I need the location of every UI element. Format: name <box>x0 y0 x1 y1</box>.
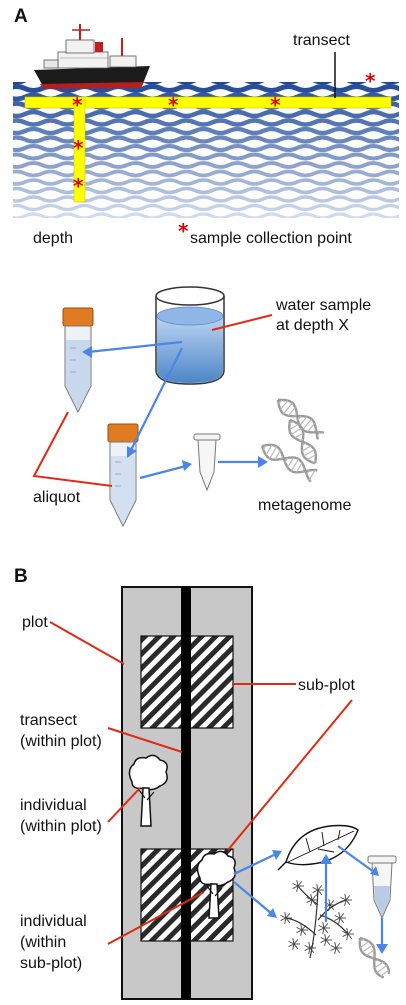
tree-icon <box>196 850 236 919</box>
metagenome-label: metagenome <box>258 497 351 514</box>
water-sample-label-line2: at depth X <box>276 317 349 334</box>
sample-point-marker: * <box>73 136 84 160</box>
ship-icon <box>34 24 150 89</box>
individual-subplot-label-line3: sub-plot) <box>20 955 82 972</box>
transect-horizontal <box>24 96 392 109</box>
water-sample-callout <box>211 314 273 331</box>
plot-label: plot <box>22 614 48 631</box>
aliquot-label: aliquot <box>33 489 81 506</box>
flow-arrows <box>233 845 388 954</box>
flow-arrows <box>82 340 268 480</box>
legend-text: sample collection point <box>190 230 352 247</box>
plant-specimen-icon <box>280 880 354 959</box>
microtube-icon <box>367 855 397 920</box>
falcon-tube-icon <box>62 307 94 414</box>
sample-markers: * * * * * * <box>72 69 376 198</box>
tree-icon <box>128 754 168 827</box>
aliquot-callout <box>32 411 113 487</box>
falcon-tube-icon <box>107 423 139 528</box>
callout-lines <box>49 621 353 945</box>
individual-plot-label-line2: (within plot) <box>20 818 102 835</box>
sample-point-marker: * <box>72 93 83 117</box>
beaker-icon <box>155 286 225 385</box>
individual-subplot-label-line2: (within <box>20 934 66 951</box>
subplot-label: sub-plot <box>298 677 355 694</box>
water-sample-label-line1: water sample <box>275 297 371 314</box>
panel-b-label: B <box>14 566 28 587</box>
dna-icon <box>260 398 391 979</box>
leaf-icon <box>277 824 359 871</box>
sample-point-marker: * <box>168 93 179 117</box>
individual-subplot-label-line1: individual <box>20 913 87 930</box>
sample-point-marker: * <box>73 174 84 198</box>
individual-plot-label-line1: individual <box>20 797 87 814</box>
transect-vertical <box>73 99 86 203</box>
transect-line <box>181 587 191 999</box>
sample-point-marker: * <box>365 69 376 93</box>
transect-label-b-line1: transect <box>20 712 77 729</box>
transect-label-b-line2: (within plot) <box>20 733 102 750</box>
sample-point-marker: * <box>270 93 281 117</box>
legend-star: * <box>178 219 189 243</box>
microtube-icon <box>193 433 221 492</box>
transect-label: transect <box>293 32 350 49</box>
panel-a-label: A <box>14 6 28 27</box>
depth-label: depth <box>33 230 73 247</box>
